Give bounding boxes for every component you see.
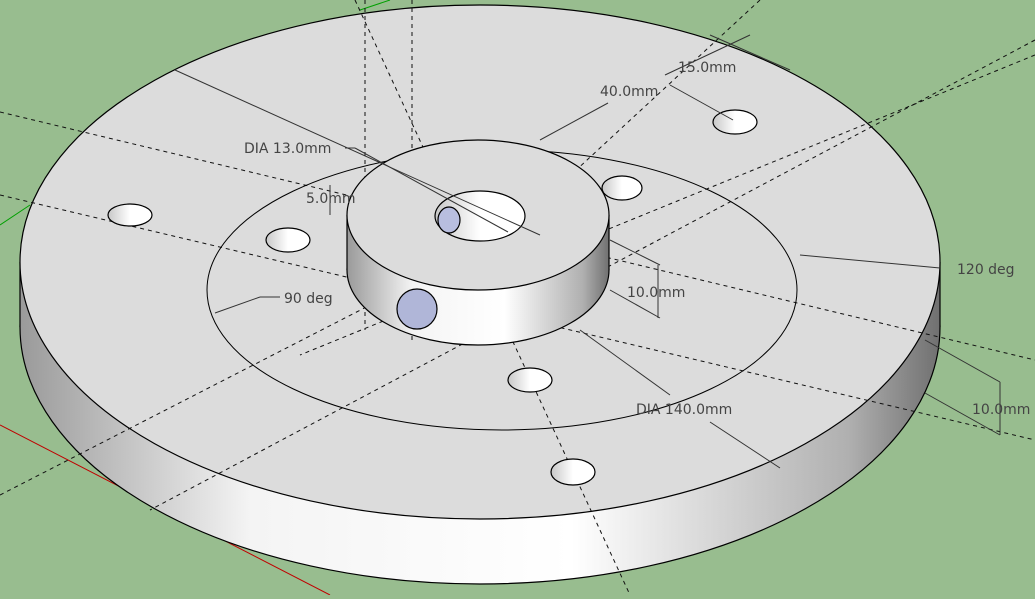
dim-offset-40[interactable]: 40.0mm — [600, 84, 658, 100]
bolt-holes — [107, 109, 758, 486]
dim-disc-diameter[interactable]: DIA 140.0mm — [636, 402, 732, 418]
dim-set-screw[interactable]: 5.0mm — [306, 191, 356, 207]
set-screw-hole-inner — [437, 206, 461, 234]
dim-angle-90[interactable]: 90 deg — [284, 291, 333, 307]
dim-angle-120[interactable]: 120 deg — [957, 262, 1015, 278]
hub[interactable] — [346, 139, 610, 346]
green-axis — [0, 204, 31, 226]
set-screw-hole — [396, 288, 438, 330]
bolt-hole — [265, 227, 311, 253]
dim-disc-thickness[interactable]: 10.0mm — [972, 402, 1030, 418]
dim-hub-height[interactable]: 10.0mm — [627, 285, 685, 301]
bolt-hole — [601, 175, 643, 201]
dim-hole-diameter[interactable]: DIA 13.0mm — [244, 141, 331, 157]
bolt-hole — [712, 109, 758, 135]
bolt-hole — [507, 367, 553, 393]
dimension-lines — [174, 34, 1001, 469]
bolt-hole — [550, 458, 596, 486]
dim-offset-15[interactable]: 15.0mm — [678, 60, 736, 76]
bolt-hole — [107, 203, 153, 227]
